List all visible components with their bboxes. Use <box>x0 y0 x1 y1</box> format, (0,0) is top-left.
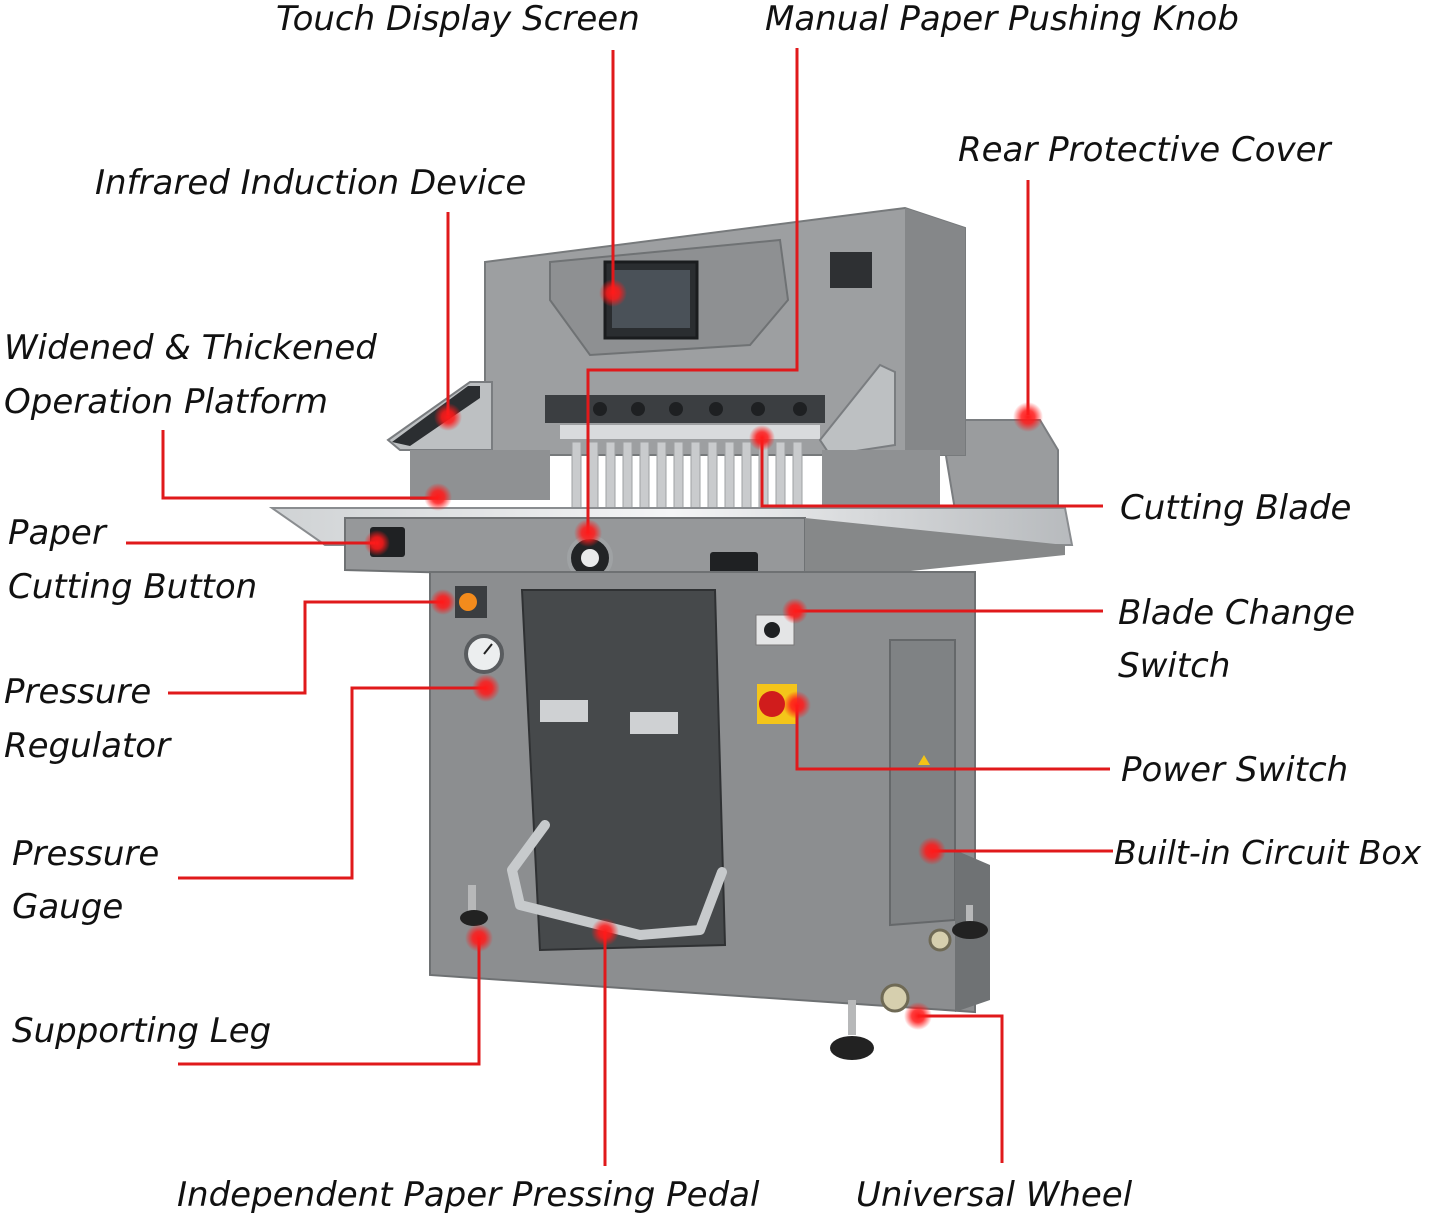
label-paper-cutting-button-line1: Paper <box>8 513 106 553</box>
label-touch-display-screen: Touch Display Screen <box>276 0 640 39</box>
label-built-in-circuit-box: Built-in Circuit Box <box>1114 833 1422 872</box>
leader-power-switch <box>795 705 1110 771</box>
marker-rear-protective-cover <box>1013 402 1043 432</box>
independent-paper-pressing-pedal <box>507 820 727 940</box>
label-pressure-gauge-line2: Gauge <box>12 887 124 927</box>
cutting-blade <box>560 425 820 439</box>
pedal-handle-right <box>630 712 678 734</box>
label-cutting-blade: Cutting Blade <box>1120 488 1352 528</box>
marker-paper-cutting-button <box>364 530 390 556</box>
marker-universal-wheel <box>904 1002 932 1030</box>
label-supporting-leg: Supporting Leg <box>12 1011 272 1051</box>
manual-knob-center <box>581 549 599 567</box>
marker-power-switch <box>783 691 811 719</box>
marker-blade-change-switch <box>782 598 808 624</box>
label-widened-thickened-line2: Operation Platform <box>4 382 328 422</box>
blade-change-switch-knob <box>764 622 780 638</box>
leader-pressure-gauge <box>178 686 486 880</box>
marker-independent-paper-pressing-pedal <box>591 918 619 946</box>
electric-warning-sign <box>918 755 930 765</box>
leader-pressure-regulator <box>168 600 443 695</box>
supporting-leg-foot <box>830 1036 874 1060</box>
label-infrared-induction-device: Infrared Induction Device <box>95 163 527 203</box>
marker-pressure-regulator <box>430 589 456 615</box>
marker-built-in-circuit-box <box>918 837 946 865</box>
platform-right-panel <box>805 518 1065 582</box>
marker-cutting-blade <box>749 425 775 451</box>
warning-plate <box>830 252 872 288</box>
marker-operation-platform <box>424 483 452 511</box>
power-switch <box>759 691 785 717</box>
callout-markers <box>364 279 1043 1030</box>
label-pressure-regulator-line2: Regulator <box>4 726 171 766</box>
marker-manual-paper-pushing-knob <box>574 519 602 547</box>
leader-lines <box>126 48 1113 1166</box>
marker-supporting-leg <box>465 924 493 952</box>
label-rear-protective-cover: Rear Protective Cover <box>958 130 1331 170</box>
supporting-legs <box>460 885 988 1060</box>
label-manual-paper-pushing-knob: Manual Paper Pushing Knob <box>765 0 1239 39</box>
pressure-regulator <box>459 593 477 611</box>
label-blade-change-switch-line2: Switch <box>1118 646 1231 686</box>
leader-manual-paper-pushing-knob <box>586 48 799 533</box>
pedal-housing <box>520 589 727 952</box>
label-pressure-gauge-line1: Pressure <box>12 834 160 874</box>
universal-wheel <box>880 983 910 1013</box>
leader-universal-wheel <box>918 1014 1004 1163</box>
paper-cutter-machine <box>268 206 1074 1060</box>
right-column <box>822 450 940 510</box>
built-in-circuit-box <box>889 639 956 927</box>
label-independent-paper-pressing-pedal: Independent Paper Pressing Pedal <box>177 1175 760 1215</box>
leader-supporting-leg <box>178 938 481 1066</box>
leader-cutting-blade <box>760 440 1103 508</box>
marker-touch-display-screen <box>599 279 627 307</box>
label-widened-thickened-line1: Widened & Thickened <box>4 328 377 368</box>
marker-infrared-induction-device <box>434 403 462 431</box>
label-blade-change-switch-line1: Blade Change <box>1118 593 1356 633</box>
label-paper-cutting-button-line2: Cutting Button <box>8 567 258 607</box>
label-power-switch: Power Switch <box>1121 750 1349 790</box>
universal-wheels <box>880 928 952 1013</box>
rear-upper-panel-side <box>905 208 965 455</box>
pedal-handle-left <box>540 700 588 722</box>
marker-pressure-gauge <box>472 674 500 702</box>
knob-bar <box>545 395 825 423</box>
label-pressure-regulator-line1: Pressure <box>4 672 152 712</box>
leader-operation-platform <box>161 430 438 500</box>
label-universal-wheel: Universal Wheel <box>856 1175 1133 1215</box>
